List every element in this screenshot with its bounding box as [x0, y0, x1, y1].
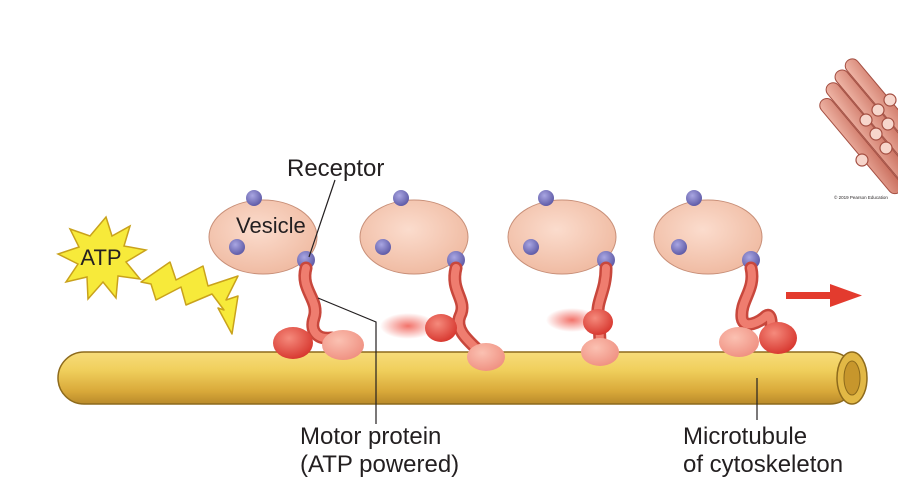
vesicle-label: Vesicle — [236, 213, 306, 238]
microtubule-label-line2: of cytoskeleton — [683, 451, 843, 478]
receptor-label: Receptor — [287, 155, 384, 182]
vesicle-motor-unit-3 — [507, 190, 619, 366]
vesicle-motor-unit-2 — [359, 190, 505, 371]
motor-protein-label-line2: (ATP powered) — [300, 451, 459, 478]
motor-leader-line — [317, 297, 377, 424]
copyright-text: © 2019 Pearson Education — [834, 194, 888, 200]
cytoskeleton-bundle-illustration — [819, 58, 898, 195]
atp-burst-icon — [56, 215, 149, 301]
direction-arrow-icon — [786, 284, 862, 307]
vesicle-motor-unit-4 — [653, 190, 797, 357]
receptor-leader-line — [308, 179, 336, 258]
motor-protein-label-line1: Motor protein — [300, 423, 441, 450]
atp-label: ATP — [80, 245, 121, 270]
microtubule-label-line1: Microtubule — [683, 423, 807, 450]
microtubule — [57, 351, 868, 405]
lightning-bolt-icon — [140, 261, 239, 335]
vesicle-motor-unit-1 — [208, 190, 364, 360]
